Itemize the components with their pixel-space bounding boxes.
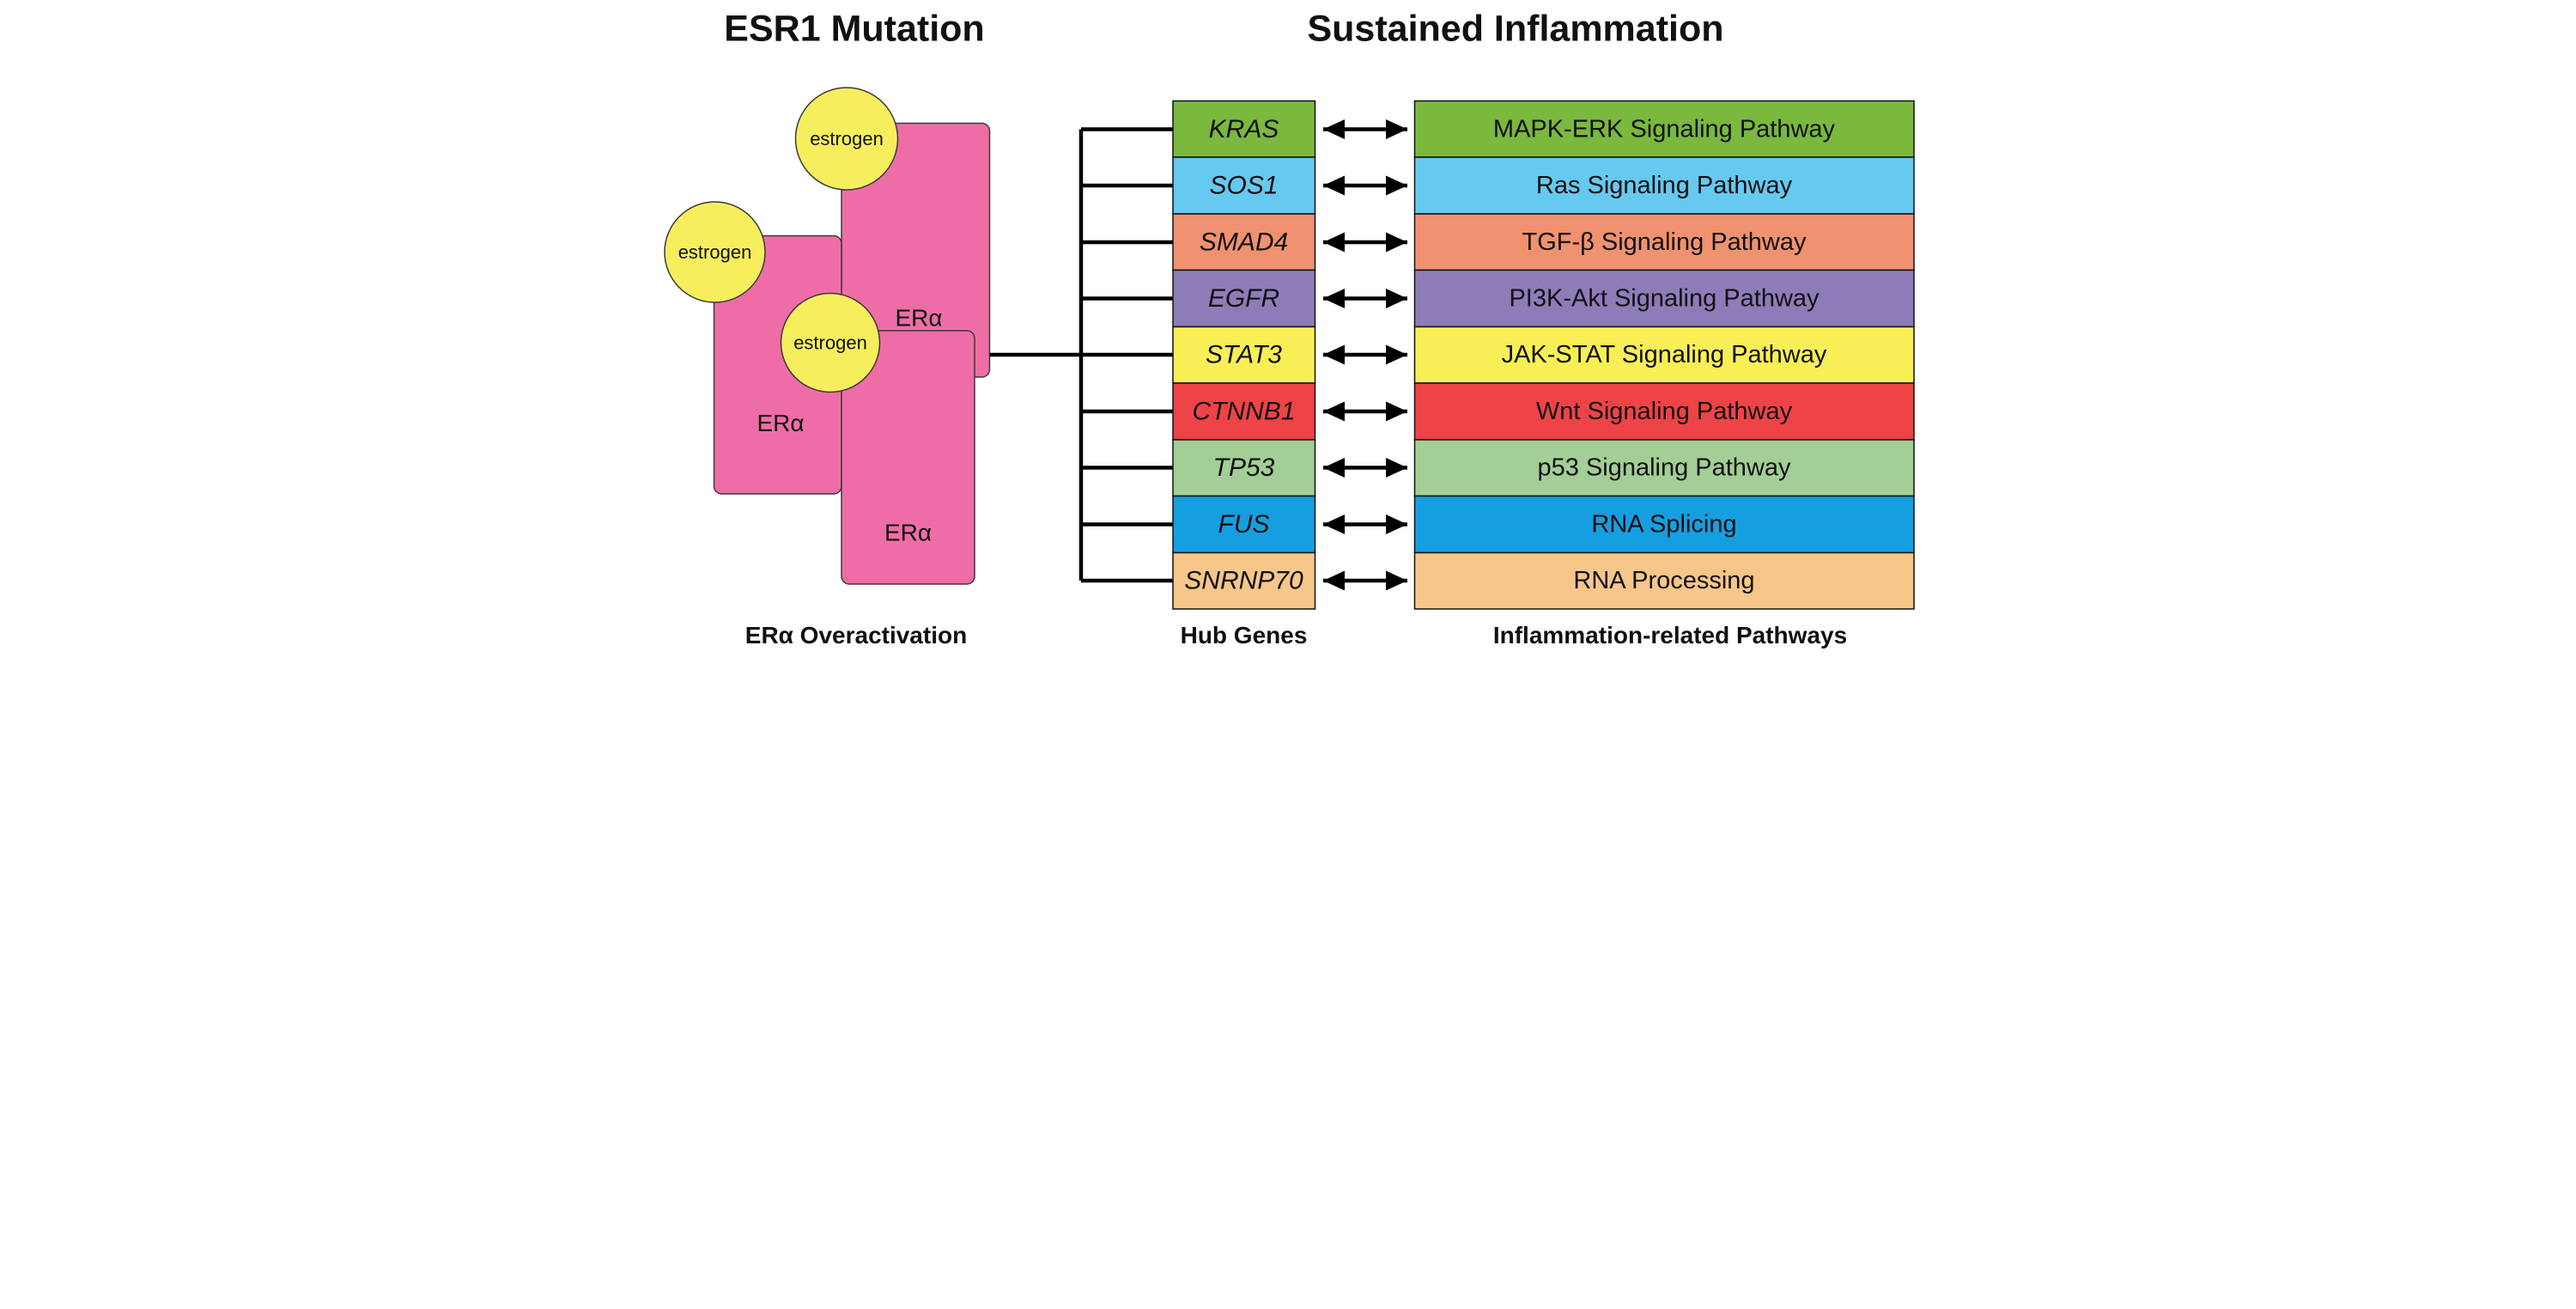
gene-box [1172, 100, 1316, 158]
pathway-label: PI3K-Akt Signaling Pathway [1509, 285, 1820, 313]
er-alpha-label-1: ERα [895, 305, 942, 332]
pathway-label: MAPK-ERK Signaling Pathway [1493, 116, 1836, 143]
er-overactivation-diagram: ERα ERα ERα estrogen estrogen estrogen [664, 87, 991, 585]
pathway-box [1413, 100, 1915, 158]
caption-inflammation-pathways: Inflammation-related Pathways [1493, 622, 1847, 648]
pathway-label: RNA Splicing [1591, 511, 1736, 539]
pathway-label: p53 Signaling Pathway [1537, 454, 1791, 482]
row-tp53: TP53 p53 Signaling Pathway [1172, 439, 1915, 497]
pathway-box [1413, 439, 1915, 497]
pathway-label: RNA Processing [1573, 567, 1754, 594]
er-alpha-label-2: ERα [756, 410, 804, 436]
gene-box [1172, 269, 1316, 328]
pathway-diagram-svg: ESR1 Mutation Sustained Inflammation ERα… [644, 0, 1932, 654]
gene-box [1172, 551, 1316, 610]
pathway-box [1413, 495, 1915, 554]
caption-er-overactivation: ERα Overactivation [745, 622, 967, 648]
row-snrnp70: SNRNP70 RNA Processing [1172, 551, 1915, 610]
estrogen-label-1: estrogen [810, 128, 884, 149]
row-egfr: EGFR PI3K-Akt Signaling Pathway [1172, 269, 1915, 328]
pathway-box [1413, 382, 1915, 441]
gene-label: STAT3 [1206, 341, 1282, 369]
connector-tree [989, 127, 1174, 583]
gene-label: SMAD4 [1200, 228, 1288, 257]
pathway-label: Ras Signaling Pathway [1536, 172, 1793, 199]
gene-box [1172, 495, 1316, 554]
pathway-box [1413, 213, 1915, 271]
estrogen-label-2: estrogen [678, 241, 752, 263]
estrogen-circle-2 [664, 201, 766, 303]
row-smad4: SMAD4 TGF-β Signaling Pathway [1172, 213, 1915, 271]
row-ctnnb1: CTNNB1 Wnt Signaling Pathway [1172, 382, 1915, 441]
figure: ESR1 Mutation Sustained Inflammation ERα… [644, 0, 1932, 654]
right-section-title: Sustained Inflammation [1307, 9, 1723, 50]
pathway-label: TGF-β Signaling Pathway [1522, 228, 1807, 256]
row-sos1: SOS1 Ras Signaling Pathway [1172, 156, 1915, 215]
gene-label: EGFR [1208, 284, 1279, 313]
caption-hub-genes: Hub Genes [1181, 622, 1308, 648]
gene-label: KRAS [1209, 115, 1279, 143]
er-alpha-label-3: ERα [884, 520, 932, 546]
gene-label: TP53 [1213, 454, 1275, 482]
pathway-label: Wnt Signaling Pathway [1536, 398, 1793, 425]
estrogen-label-3: estrogen [793, 332, 867, 354]
gene-label: SNRNP70 [1184, 567, 1303, 595]
row-kras: KRAS MAPK-ERK Signaling Pathway [1172, 100, 1915, 158]
row-stat3: STAT3 JAK-STAT Signaling Pathway [1172, 326, 1915, 384]
pathway-box [1413, 326, 1915, 384]
gene-label: SOS1 [1209, 172, 1278, 200]
pathway-box [1413, 551, 1915, 610]
gene-label: FUS [1218, 510, 1270, 539]
gene-box [1172, 213, 1316, 271]
pathway-label: JAK-STAT Signaling Pathway [1502, 341, 1827, 368]
gene-box [1172, 326, 1316, 384]
gene-box [1172, 156, 1316, 215]
gene-box [1172, 439, 1316, 497]
estrogen-circle-3 [780, 292, 881, 393]
left-section-title: ESR1 Mutation [724, 9, 984, 50]
er-alpha-receptor-3 [841, 330, 975, 585]
estrogen-circle-1 [794, 87, 899, 191]
row-fus: FUS RNA Splicing [1172, 495, 1915, 554]
gene-box [1172, 382, 1316, 441]
gene-label: CTNNB1 [1192, 398, 1295, 426]
